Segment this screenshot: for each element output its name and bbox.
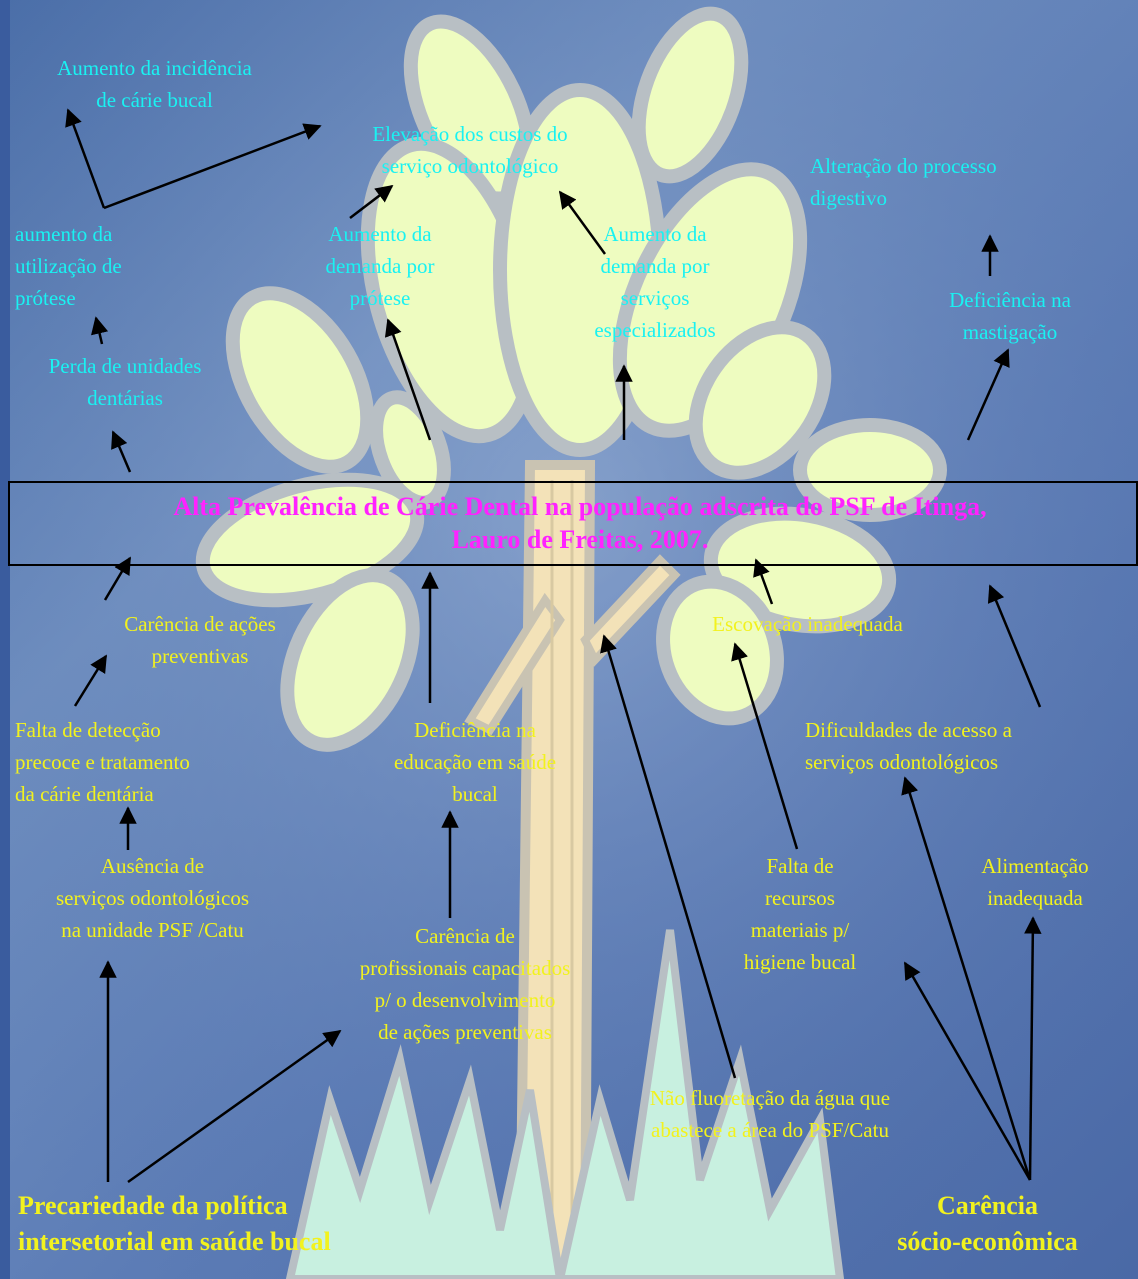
arrow — [68, 110, 104, 208]
arrow — [128, 1031, 340, 1182]
arrow — [905, 963, 1030, 1180]
arrow — [905, 778, 1030, 1180]
arrow — [113, 432, 130, 472]
arrow — [560, 192, 605, 254]
arrow — [105, 558, 130, 600]
arrow — [968, 350, 1008, 440]
arrow — [990, 586, 1040, 707]
arrow — [604, 636, 735, 1078]
arrow — [756, 560, 772, 604]
arrow — [1030, 918, 1033, 1180]
arrow — [75, 656, 106, 706]
arrow — [96, 318, 102, 344]
arrow — [388, 320, 430, 440]
arrow — [104, 126, 320, 208]
arrow — [735, 644, 797, 849]
arrow — [350, 186, 392, 218]
